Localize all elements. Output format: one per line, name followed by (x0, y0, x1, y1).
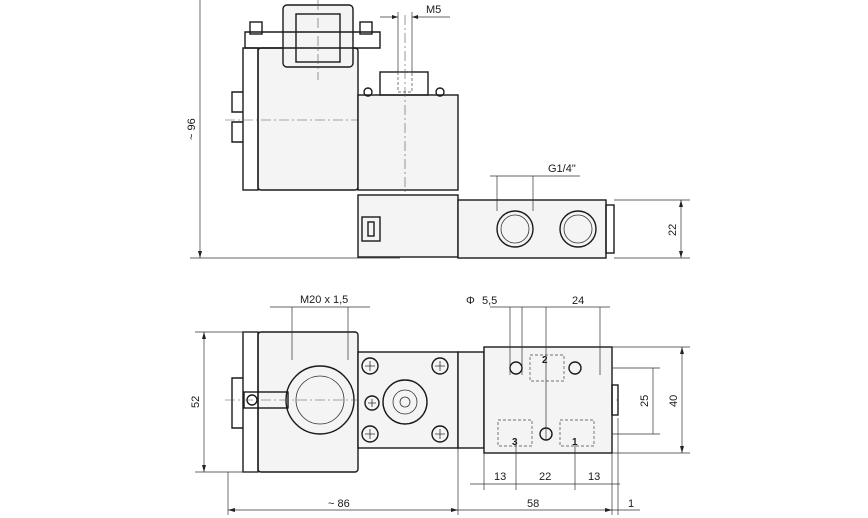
dim-phi-55: 5,5 (482, 295, 497, 307)
dim-m20: M20 x 1,5 (300, 294, 348, 306)
port-side-a (496, 210, 534, 248)
dim-1: 1 (628, 498, 634, 510)
coil-tabs (231, 91, 243, 143)
screw-head-top-right (359, 21, 373, 35)
dim-24: 24 (572, 295, 584, 307)
side-view: M5 G1/4" ~ 96 22 (186, 0, 690, 259)
dim-22-right: 22 (667, 224, 679, 236)
port-label-3: 3 (512, 437, 518, 448)
dim-phi-symbol: Φ (466, 295, 475, 307)
port-label-2: 2 (542, 355, 548, 366)
pilot-head (382, 379, 428, 425)
manual-override (361, 216, 381, 242)
plan-view: M20 x 1,5 2 3 1 Φ 5,5 24 (190, 294, 690, 515)
dim-g14: G1/4" (548, 163, 576, 175)
dim-96: ~ 96 (186, 118, 198, 140)
valve-body-side (457, 199, 607, 259)
pilot-body (357, 94, 459, 191)
valve-adapter (357, 194, 459, 258)
pilot-cap (379, 71, 429, 96)
dim-40: 40 (668, 395, 680, 407)
mount-hole-2 (568, 361, 582, 375)
dim-13-left: 13 (494, 471, 506, 483)
dim-58: 58 (527, 498, 539, 510)
dim-52: 52 (190, 396, 202, 408)
valve-body-plan (483, 346, 613, 454)
dim-22-bottom: 22 (539, 471, 551, 483)
dim-86: ~ 86 (328, 498, 350, 510)
screw-head-top (249, 21, 263, 35)
dim-25: 25 (639, 395, 651, 407)
dim-13-right: 13 (588, 471, 600, 483)
connector-flange (244, 31, 381, 49)
dim-m5: M5 (426, 4, 441, 16)
coil-plan-end (242, 331, 259, 473)
coil-end-plate (242, 47, 259, 191)
screws (361, 357, 449, 443)
coil-housing (257, 47, 359, 191)
port-side-b (559, 210, 597, 248)
